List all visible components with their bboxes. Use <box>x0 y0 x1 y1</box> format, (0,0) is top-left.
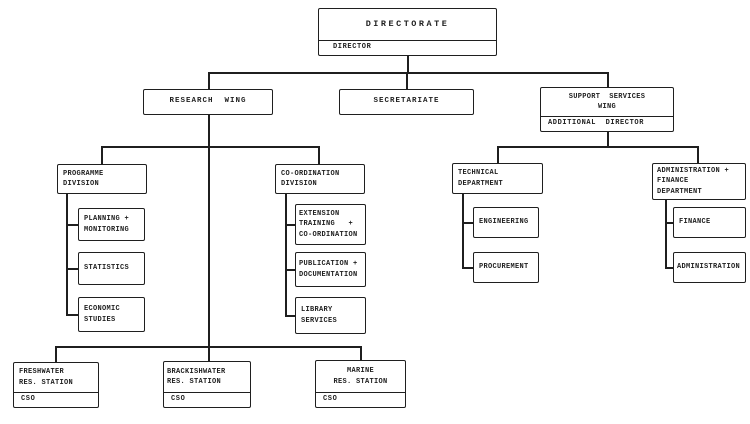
connector <box>101 146 319 148</box>
marine-cso-label: CSO <box>316 392 405 407</box>
connector <box>208 115 210 346</box>
connector <box>208 72 210 89</box>
secretariate-label: SECRETARIATE <box>373 97 440 106</box>
connector <box>607 72 609 87</box>
connector <box>406 72 408 89</box>
administration-label: ADMINISTRATION <box>677 263 741 272</box>
connector <box>497 146 698 148</box>
node-marine-station: MARINE RES. STATION CSO <box>315 360 406 408</box>
node-programme-division: PROGRAMME DIVISION <box>57 164 147 194</box>
connector <box>101 146 103 164</box>
connector <box>285 224 295 226</box>
node-economic-studies: ECONOMIC STUDIES <box>78 297 145 332</box>
director-label: DIRECTOR <box>319 40 496 55</box>
node-finance: FINANCE <box>673 207 746 238</box>
node-library-services: LIBRARY SERVICES <box>295 297 366 334</box>
connector <box>607 131 609 147</box>
node-coordination-division: CO-ORDINATION DIVISION <box>275 164 365 194</box>
connector <box>665 200 667 268</box>
extension-training-coordination-label: EXTENSION TRAINING + CO-ORDINATION <box>299 209 358 239</box>
node-technical-department: TECHNICAL DEPARTMENT <box>452 163 543 194</box>
programme-division-label: PROGRAMME DIVISION <box>63 169 104 189</box>
marine-station-label: MARINE RES. STATION <box>333 367 388 386</box>
additional-director-label: ADDITIONAL DIRECTOR <box>541 116 673 131</box>
connector <box>462 222 473 224</box>
technical-department-label: TECHNICAL DEPARTMENT <box>458 169 504 188</box>
freshwater-station-label: FRESHWATER RES. STATION <box>19 368 74 387</box>
library-services-label: LIBRARY SERVICES <box>301 306 338 325</box>
connector <box>66 314 78 316</box>
node-engineering: ENGINEERING <box>473 207 539 238</box>
statistics-label: STATISTICS <box>84 264 130 273</box>
planning-monitoring-label: PLANNING + MONITORING <box>84 215 130 234</box>
research-wing-label: RESEARCH WING <box>169 97 247 106</box>
publication-documentation-label: PUBLICATION + DOCUMENTATION <box>299 260 358 279</box>
brackishwater-station-label: BRACKISHWATER RES. STATION <box>167 367 226 387</box>
node-publication-documentation: PUBLICATION + DOCUMENTATION <box>295 252 366 287</box>
brackishwater-cso-label: CSO <box>164 392 250 407</box>
connector <box>66 194 68 315</box>
connector <box>285 315 295 317</box>
finance-label: FINANCE <box>679 218 711 227</box>
connector <box>497 146 499 163</box>
node-procurement: PROCUREMENT <box>473 252 539 283</box>
node-statistics: STATISTICS <box>78 252 145 285</box>
procurement-label: PROCUREMENT <box>479 263 529 272</box>
support-services-wing-label: SUPPORT SERVICES WING <box>568 92 646 112</box>
node-directorate: DIRECTORATE DIRECTOR <box>318 8 497 56</box>
node-secretariate: SECRETARIATE <box>339 89 474 115</box>
connector <box>208 346 210 361</box>
freshwater-cso-label: CSO <box>14 392 98 407</box>
directorate-title: DIRECTORATE <box>365 19 450 30</box>
connector <box>66 268 78 270</box>
connector <box>66 224 78 226</box>
node-extension-training-coordination: EXTENSION TRAINING + CO-ORDINATION <box>295 204 366 245</box>
connector <box>318 146 320 164</box>
connector <box>407 56 409 72</box>
node-administration: ADMINISTRATION <box>673 252 746 283</box>
connector <box>55 346 57 362</box>
node-support-services-wing: SUPPORT SERVICES WING ADDITIONAL DIRECTO… <box>540 87 674 132</box>
economic-studies-label: ECONOMIC STUDIES <box>84 305 121 324</box>
connector <box>697 146 699 163</box>
node-research-wing: RESEARCH WING <box>143 89 273 115</box>
connector <box>665 222 673 224</box>
connector <box>360 346 362 360</box>
connector <box>285 269 295 271</box>
connector <box>462 267 473 269</box>
node-brackishwater-station: BRACKISHWATER RES. STATION CSO <box>163 361 251 408</box>
connector <box>285 194 287 316</box>
node-planning-monitoring: PLANNING + MONITORING <box>78 208 145 241</box>
connector <box>208 72 608 74</box>
connector <box>665 267 673 269</box>
node-admin-finance-department: ADMINISTRATION + FINANCE DEPARTMENT <box>652 163 746 200</box>
admin-finance-department-label: ADMINISTRATION + FINANCE DEPARTMENT <box>657 166 730 196</box>
engineering-label: ENGINEERING <box>479 218 529 227</box>
connector <box>462 194 464 268</box>
node-freshwater-station: FRESHWATER RES. STATION CSO <box>13 362 99 408</box>
coordination-division-label: CO-ORDINATION DIVISION <box>281 169 340 189</box>
